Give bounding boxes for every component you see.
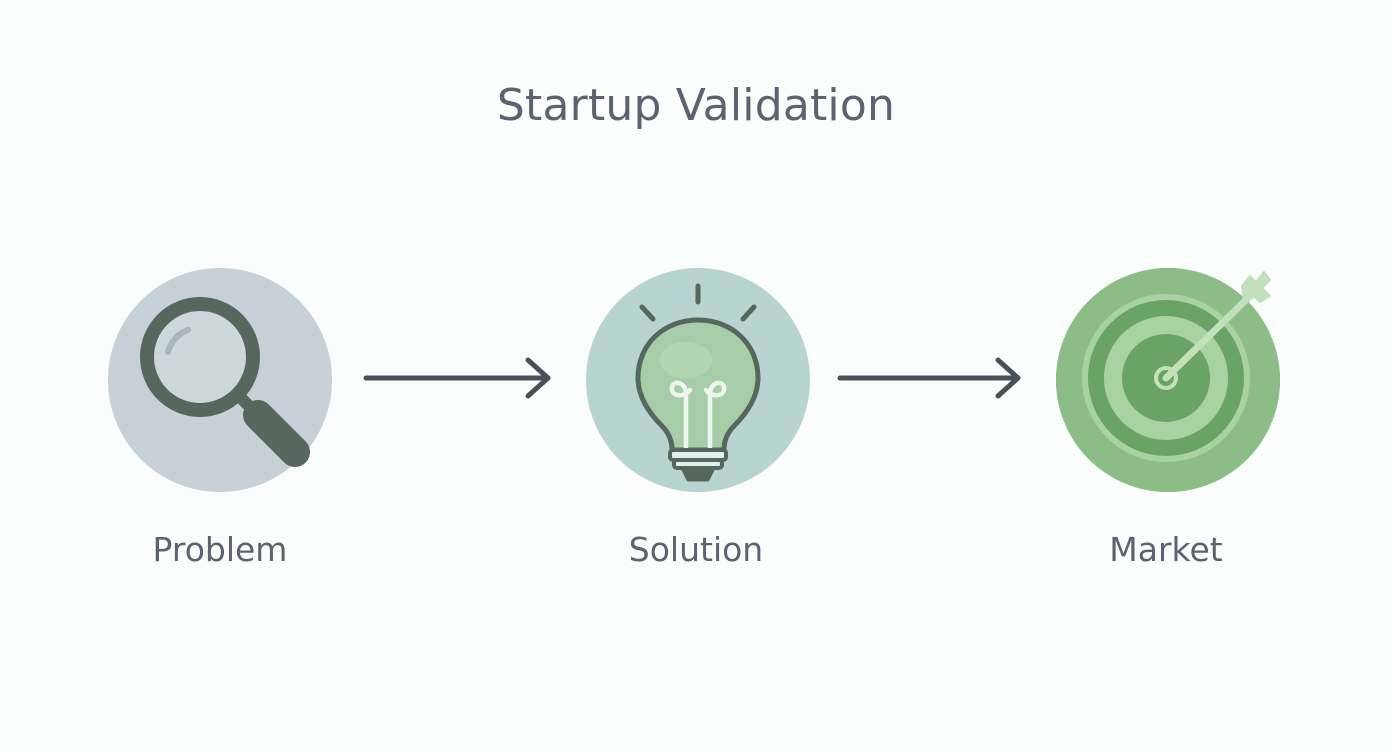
step-solution-label: Solution: [628, 530, 764, 569]
step-problem-circle: [108, 268, 332, 492]
arrow-right-icon: [837, 357, 1021, 399]
lightbulb-icon: [635, 283, 761, 482]
step-market-circle: [1056, 268, 1280, 492]
step-problem-label: Problem: [152, 530, 288, 569]
target-with-arrow-icon: [1056, 268, 1280, 492]
step-market-label: Market: [1109, 530, 1223, 569]
magnifying-glass-icon: [140, 297, 310, 467]
diagram-title: Startup Validation: [496, 80, 896, 131]
arrow-solution-to-market: [836, 356, 1026, 400]
arrow-problem-to-solution: [362, 356, 556, 400]
step-solution-circle: [586, 268, 810, 492]
arrow-right-icon: [363, 357, 551, 399]
